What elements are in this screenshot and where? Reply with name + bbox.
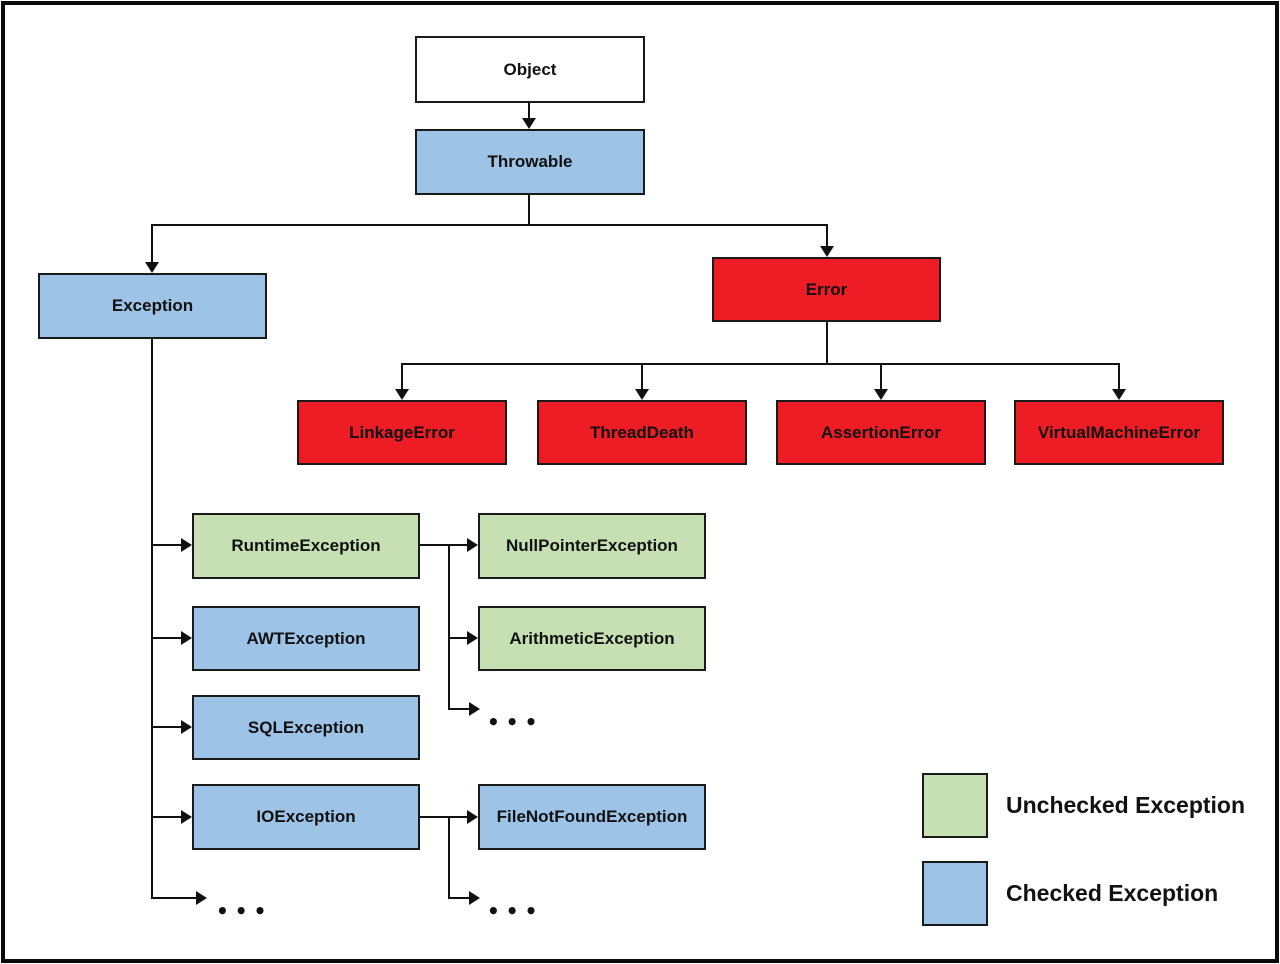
connector-branch-arithmetic [450,637,468,639]
connector-branch-awt-exception [151,637,182,639]
connector-object-throwable [528,103,530,121]
connector-exception-trunk [151,339,153,899]
node-arithmetic-exception: ArithmeticException [478,606,706,671]
node-arithmetic-exception-label: ArithmeticException [509,628,675,648]
node-virtual-machine-error: VirtualMachineError [1014,400,1224,465]
node-io-exception-label: IOException [256,807,356,826]
arrow-right-icon [181,720,192,734]
node-runtime-exception: RuntimeException [192,513,420,579]
connector-branch-io-exception [151,816,182,818]
arrow-right-icon [469,891,480,905]
legend-label-checked: Checked Exception [1006,861,1218,926]
node-null-pointer-exception-label: NullPointerException [506,536,678,555]
connector-runtime-trunk [448,544,450,710]
connector-drop-exception [151,224,153,264]
node-virtual-machine-error-label: VirtualMachineError [1037,422,1201,442]
arrow-down-icon [145,262,159,273]
connector-branch-null-pointer [450,544,468,546]
arrow-right-icon [196,891,207,905]
connector-branch-file-not-found [450,816,468,818]
connector-runtime-out [420,544,450,546]
legend-checked-text: Checked Exception [1006,880,1219,906]
arrow-right-icon [181,538,192,552]
ellipsis-runtime-more: ••• [487,710,544,734]
connector-error-bus [401,363,1120,365]
legend-label-unchecked: Unchecked Exception [1006,773,1245,838]
node-awt-exception: AWTException [192,606,420,671]
arrow-right-icon [469,702,480,716]
node-assertion-error: AssertionError [776,400,986,465]
connector-drop-thread-death [641,363,643,390]
connector-branch-runtime-more [450,708,470,710]
node-assertion-error-label: AssertionError [821,422,941,442]
arrow-right-icon [467,810,478,824]
ellipsis-io-more: ••• [487,899,544,923]
arrow-down-icon [874,389,888,400]
legend-swatch-unchecked [922,773,988,838]
arrow-down-icon [395,389,409,400]
node-thread-death-label: ThreadDeath [590,422,694,442]
connector-throwable-stem [528,195,530,226]
connector-branch-runtime-exception [151,544,182,546]
node-object: Object [415,36,645,103]
arrow-right-icon [467,538,478,552]
node-file-not-found-exception: FileNotFoundException [478,784,706,850]
node-exception-label: Exception [111,296,194,315]
connector-io-out [420,816,450,818]
node-throwable-label: Throwable [487,152,573,171]
node-sql-exception-label: SQLException [247,717,365,737]
node-throwable: Throwable [415,129,645,195]
arrow-right-icon [467,631,478,645]
arrow-down-icon [820,246,834,257]
connector-drop-assertion-error [880,363,882,390]
connector-branch-sql-exception [151,726,182,728]
arrow-right-icon [181,810,192,824]
node-error: Error [712,257,941,322]
node-thread-death: ThreadDeath [537,400,747,465]
connector-drop-linkage-error [401,363,403,390]
legend-unchecked-text: Unchecked Exception [1006,792,1246,818]
node-exception: Exception [38,273,267,339]
arrow-right-icon [181,631,192,645]
connector-io-trunk [448,816,450,899]
connector-drop-error [826,224,828,248]
node-linkage-error-label: LinkageError [349,422,455,442]
node-error-label: Error [805,279,848,299]
node-io-exception: IOException [192,784,420,850]
connector-error-stem [826,322,828,365]
node-sql-exception: SQLException [192,695,420,760]
node-runtime-exception-label: RuntimeException [231,536,381,555]
node-linkage-error: LinkageError [297,400,507,465]
arrow-down-icon [522,118,536,129]
node-file-not-found-exception-label: FileNotFoundException [496,807,688,826]
node-object-label: Object [503,59,557,79]
arrow-down-icon [1112,389,1126,400]
legend-swatch-checked [922,861,988,926]
connector-drop-virtual-machine-error [1118,363,1120,390]
node-null-pointer-exception: NullPointerException [478,513,706,579]
connector-throwable-bus [151,224,828,226]
node-awt-exception-label: AWTException [246,628,366,648]
ellipsis-exception-more: ••• [216,899,273,923]
connector-branch-exception-more [151,897,197,899]
connector-branch-io-more [450,897,470,899]
arrow-down-icon [635,389,649,400]
